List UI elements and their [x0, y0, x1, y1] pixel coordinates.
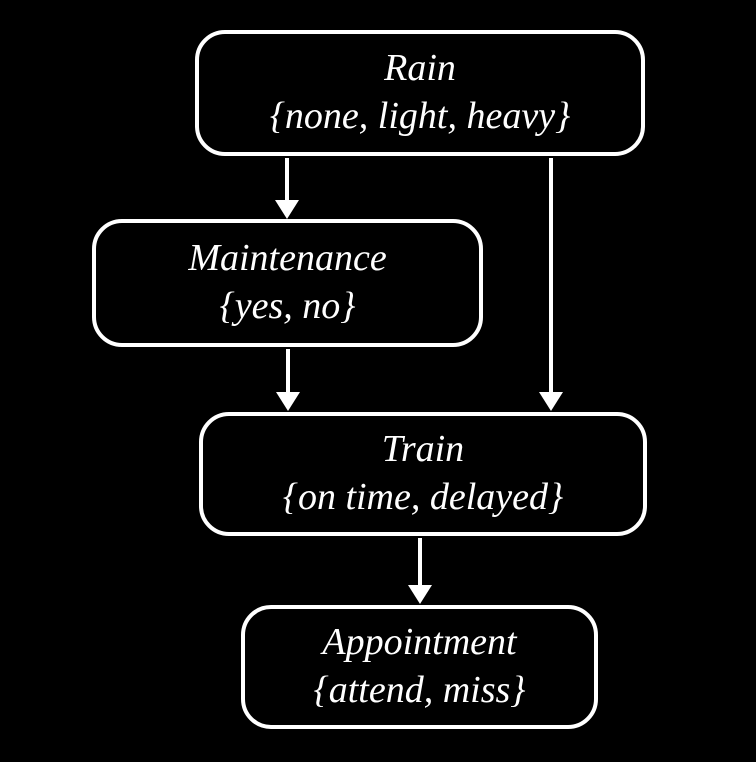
edge-train-to-appointment-arrow — [408, 538, 432, 604]
edge-rain-to-train-arrow — [539, 158, 563, 411]
arrow-shaft — [418, 538, 422, 585]
node-maintenance: Maintenance {yes, no} — [92, 219, 483, 347]
arrowhead-down-icon — [275, 200, 299, 219]
arrow-shaft — [285, 158, 289, 200]
arrowhead-down-icon — [539, 392, 563, 411]
node-train: Train {on time, delayed} — [199, 412, 647, 536]
edge-maintenance-to-train-arrow — [276, 349, 300, 411]
node-maintenance-label: Maintenance — [188, 237, 387, 280]
node-train-label: Train — [381, 428, 465, 471]
node-appointment-label: Appointment — [322, 621, 517, 664]
node-rain: Rain {none, light, heavy} — [195, 30, 645, 156]
arrow-shaft — [286, 349, 290, 392]
arrowhead-down-icon — [408, 585, 432, 604]
node-rain-label: Rain — [384, 47, 456, 90]
node-appointment: Appointment {attend, miss} — [241, 605, 598, 729]
arrowhead-down-icon — [276, 392, 300, 411]
node-rain-domain: {none, light, heavy} — [269, 95, 571, 137]
node-maintenance-domain: {yes, no} — [219, 285, 356, 327]
node-appointment-domain: {attend, miss} — [313, 669, 526, 711]
node-train-domain: {on time, delayed} — [282, 476, 564, 518]
arrow-shaft — [549, 158, 553, 392]
edge-rain-to-maintenance-arrow — [275, 158, 299, 219]
